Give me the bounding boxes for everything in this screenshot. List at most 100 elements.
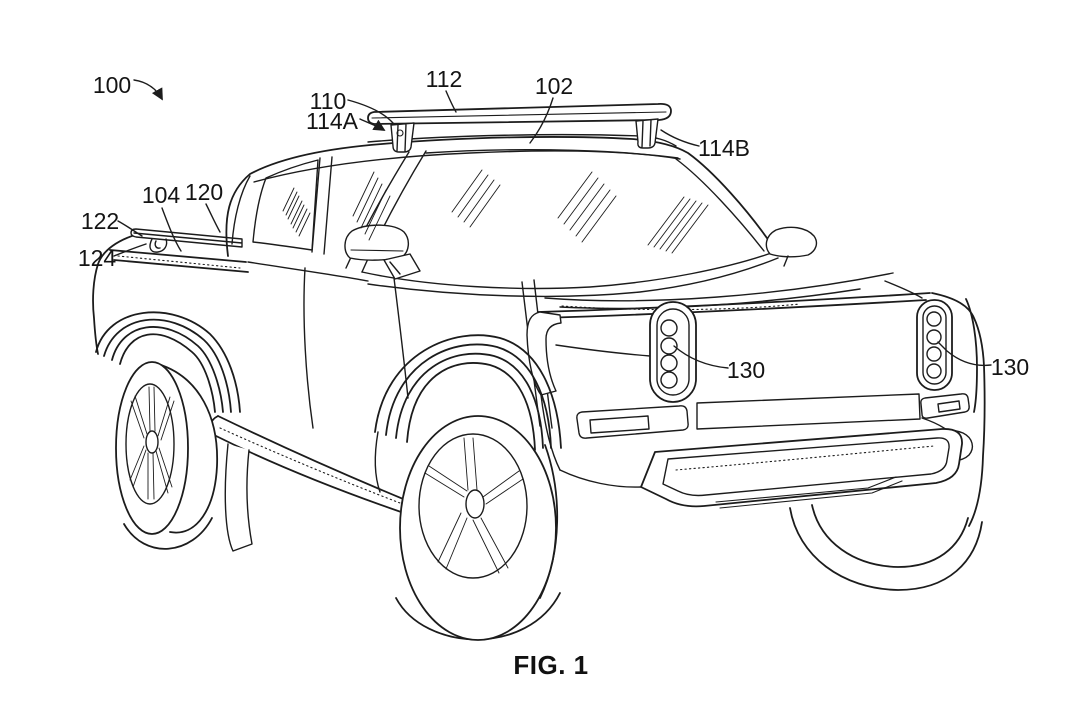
cowl-lower-line [367, 257, 779, 298]
headlight-center-lamp-2 [660, 337, 678, 355]
glass-reflection-hatching [282, 169, 709, 254]
marker-lamp-right [920, 393, 970, 419]
headlight-center [649, 301, 697, 403]
bed-tail-outline [92, 233, 139, 355]
bumper-left-edge [559, 469, 642, 488]
reference-labels: 100 110 114A 112 102 114B 104 120 122 12… [78, 66, 1029, 383]
b-pillar [311, 156, 333, 255]
far-side-mirror [765, 226, 818, 267]
bed-rack-rail [130, 228, 243, 248]
ref-label-104: 104 [142, 182, 181, 208]
ref-label-120: 120 [185, 179, 223, 205]
leader-110 [347, 99, 394, 124]
ref-label-100: 100 [93, 72, 131, 98]
leader-114b [660, 129, 700, 147]
hood-front-edge [537, 292, 931, 319]
ref-label-114a: 114A [306, 108, 359, 134]
leader-114a-arrow [359, 118, 386, 131]
front-corner-edge [931, 292, 986, 527]
hatch-rear-glass [282, 187, 311, 237]
hatch-windshield [451, 169, 709, 254]
front-fascia [559, 292, 986, 527]
headlight-center-lamp-3 [660, 354, 678, 372]
truck-bed [92, 228, 249, 355]
leader-130-right [937, 341, 992, 367]
skid-plate-outer [640, 428, 963, 508]
headlight-right [916, 299, 953, 391]
leader-130-center [673, 345, 729, 369]
hood [526, 272, 931, 471]
fascia-left-edge [540, 394, 561, 471]
crosshatch-light-bar [696, 393, 921, 430]
side-mirror-stem [383, 253, 421, 280]
rear-fender-flare [95, 311, 241, 413]
marker-lamp-left [576, 405, 689, 439]
fender-flares [95, 311, 562, 552]
body-side [209, 261, 553, 514]
rack-mount-rear [635, 118, 659, 149]
bumper-shading-line [675, 445, 935, 471]
headlight-right-outer [916, 299, 953, 391]
bed-rail-bracket [149, 238, 168, 253]
skid-plate-inner [662, 437, 950, 497]
ref-label-110: 110 [310, 88, 347, 114]
roof-rack-crossbar [367, 102, 672, 125]
hatch-door-glass [352, 171, 391, 241]
headlight-right-lamp-3 [926, 346, 942, 362]
rack-mount-bolt [396, 129, 404, 137]
headlight-right-lamp-1 [926, 311, 942, 327]
ref-label-122: 122 [81, 208, 119, 234]
figure-caption: FIG. 1 [513, 650, 588, 680]
ref-label-124: 124 [78, 245, 117, 271]
far-wheel-arcs [789, 504, 983, 591]
leader-100-arrow [133, 79, 163, 101]
side-mirror [344, 224, 409, 261]
hood-shading-line [561, 303, 801, 311]
hood-corner-hook [526, 311, 562, 396]
ref-label-114b: 114B [698, 135, 750, 161]
ref-label-112: 112 [426, 66, 463, 92]
leader-lines [113, 79, 992, 369]
far-a-pillar-inner [675, 158, 765, 252]
leader-122 [117, 220, 143, 237]
c-pillar-inner [231, 175, 251, 245]
front-hub [465, 489, 485, 519]
cab [225, 136, 818, 298]
front-fender-flare [374, 334, 562, 451]
leader-120 [205, 203, 221, 233]
ref-label-130-right: 130 [991, 354, 1029, 380]
crossbar-inner-line [371, 111, 667, 119]
rack-mount-front [390, 122, 415, 153]
rear-spokes [129, 386, 175, 500]
roof-edge [367, 133, 677, 147]
fascia-band-bottom [555, 344, 651, 357]
beltline [247, 261, 369, 282]
side-mirror-face-line [350, 249, 404, 252]
roof-rack [367, 102, 677, 153]
cab-silhouette [225, 136, 775, 257]
rear-wheel [115, 361, 218, 550]
headlight-center-lamp-1 [660, 319, 678, 337]
ref-label-130-center: 130 [727, 357, 765, 383]
headlight-right-lamp-2 [926, 329, 942, 345]
headlight-right-inner [922, 305, 947, 385]
headlight-right-lamp-4 [926, 363, 942, 379]
quarter-glass [252, 159, 319, 251]
skid-plate-chevron [715, 476, 903, 509]
front-wheel [395, 415, 561, 641]
flare-to-rocker-line [374, 431, 381, 493]
windshield-edges [361, 149, 775, 290]
far-front-wheel [789, 504, 983, 591]
headlight-center-inner [656, 308, 690, 396]
leader-102 [529, 97, 554, 144]
ref-label-102: 102 [535, 73, 573, 99]
bed-side-rails [109, 249, 249, 273]
front-spokes [424, 437, 524, 574]
rocker-shading-line [219, 427, 401, 504]
leader-124 [113, 243, 147, 257]
rear-hub [145, 430, 159, 454]
mud-flap [224, 443, 253, 552]
leader-112 [445, 90, 457, 113]
